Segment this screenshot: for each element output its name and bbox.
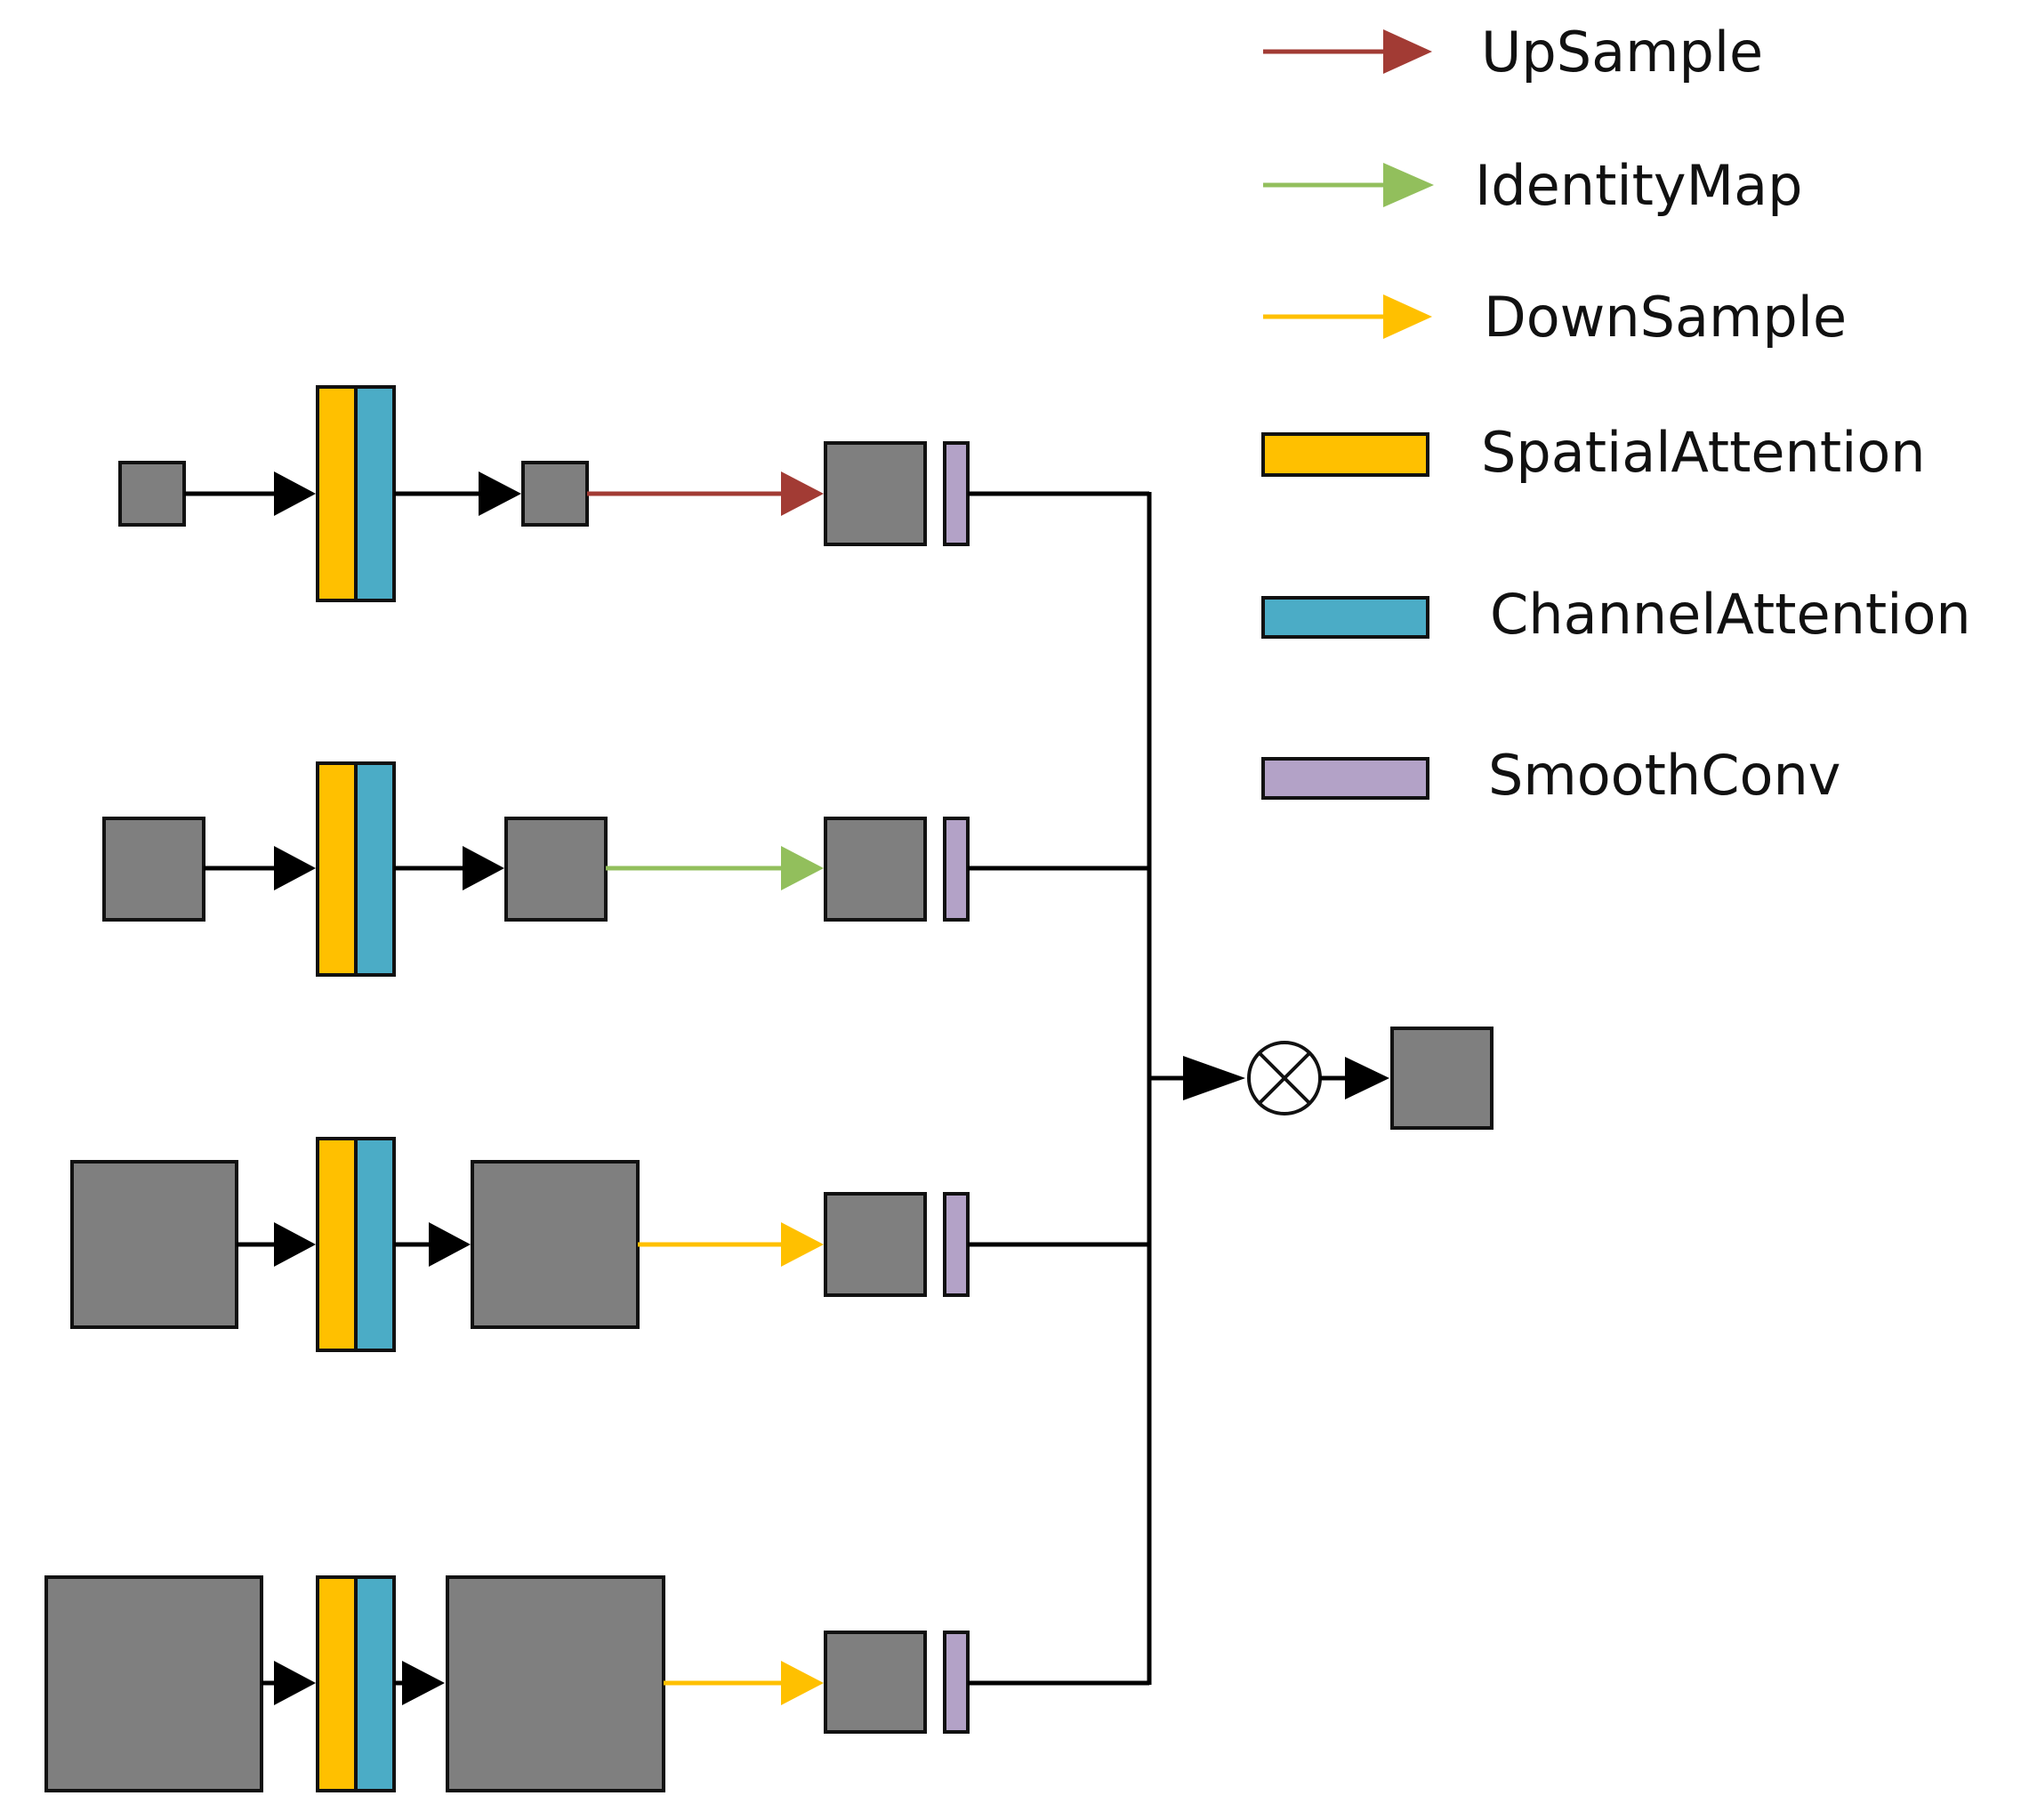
- legend-item-channel-attention: ChannelAttention: [1261, 582, 1971, 647]
- legend-item-upsample: UpSample: [1263, 20, 1763, 85]
- channel-attention-block: [354, 761, 396, 977]
- channel-attention-block: [354, 1575, 396, 1792]
- attended-feature-map: [471, 1160, 640, 1329]
- fusion-stage: [1147, 492, 1494, 1685]
- legend: UpSample IdentityMap DownSample SpatialA…: [1261, 20, 1971, 808]
- output-feature-map: [1390, 1027, 1494, 1130]
- resampled-feature-map: [824, 441, 927, 546]
- branch-2: [102, 761, 1149, 977]
- branch-3: [70, 1137, 1149, 1352]
- legend-label-upsample: UpSample: [1481, 20, 1763, 85]
- arrowhead-icon: [463, 846, 504, 890]
- branch-4: [44, 1575, 1149, 1792]
- input-feature-map: [44, 1575, 263, 1792]
- legend-item-identitymap: IdentityMap: [1263, 153, 1802, 218]
- resampled-feature-map: [824, 817, 927, 922]
- spatial-attention-block: [316, 1575, 358, 1792]
- circled-times-icon: [1247, 1041, 1322, 1115]
- smooth-conv-legend-swatch: [1261, 757, 1429, 800]
- arrowhead-icon: [1345, 1057, 1389, 1099]
- attended-feature-map: [521, 461, 589, 527]
- arrowhead-icon: [479, 471, 521, 516]
- legend-item-smooth-conv: SmoothConv: [1261, 743, 1840, 808]
- upsample-arrowhead-icon: [781, 471, 824, 516]
- input-feature-map: [70, 1160, 238, 1329]
- spatial-attention-legend-swatch: [1261, 432, 1429, 477]
- downsample-legend-arrowhead-icon: [1383, 294, 1432, 339]
- channel-attention-block: [354, 1137, 396, 1352]
- identitymap-legend-arrowhead-icon: [1383, 163, 1434, 207]
- spatial-attention-block: [316, 385, 358, 602]
- spatial-attention-block: [316, 761, 358, 977]
- arrowhead-icon: [274, 471, 316, 516]
- identitymap-arrowhead-icon: [781, 846, 824, 890]
- downsample-arrowhead-icon: [781, 1222, 824, 1267]
- input-feature-map: [118, 461, 186, 527]
- attended-feature-map: [504, 817, 608, 922]
- attended-feature-map: [446, 1575, 665, 1792]
- spatial-attention-block: [316, 1137, 358, 1352]
- legend-label-downsample: DownSample: [1484, 285, 1847, 350]
- arrowhead-icon: [274, 1661, 316, 1705]
- legend-label-smooth-conv: SmoothConv: [1488, 743, 1840, 808]
- input-feature-map: [102, 817, 205, 922]
- resampled-feature-map: [824, 1631, 927, 1734]
- arrowhead-icon: [1183, 1056, 1245, 1100]
- smooth-conv-block: [943, 817, 970, 922]
- legend-item-spatial-attention: SpatialAttention: [1261, 420, 1926, 485]
- legend-label-identitymap: IdentityMap: [1475, 153, 1802, 218]
- branch-1: [118, 385, 1149, 602]
- downsample-arrowhead-icon: [781, 1661, 824, 1705]
- channel-attention-block: [354, 385, 396, 602]
- arrowhead-icon: [274, 1222, 316, 1267]
- smooth-conv-block: [943, 441, 970, 546]
- arrowhead-icon: [274, 846, 316, 890]
- legend-item-downsample: DownSample: [1263, 285, 1847, 350]
- arrowhead-icon: [429, 1222, 471, 1267]
- arrowhead-icon: [402, 1661, 445, 1705]
- smooth-conv-block: [943, 1631, 970, 1734]
- resampled-feature-map: [824, 1192, 927, 1297]
- channel-attention-legend-swatch: [1261, 596, 1429, 639]
- smooth-conv-block: [943, 1192, 970, 1297]
- upsample-legend-arrowhead-icon: [1383, 29, 1432, 74]
- legend-label-channel-attention: ChannelAttention: [1490, 582, 1971, 647]
- legend-label-spatial-attention: SpatialAttention: [1481, 420, 1926, 485]
